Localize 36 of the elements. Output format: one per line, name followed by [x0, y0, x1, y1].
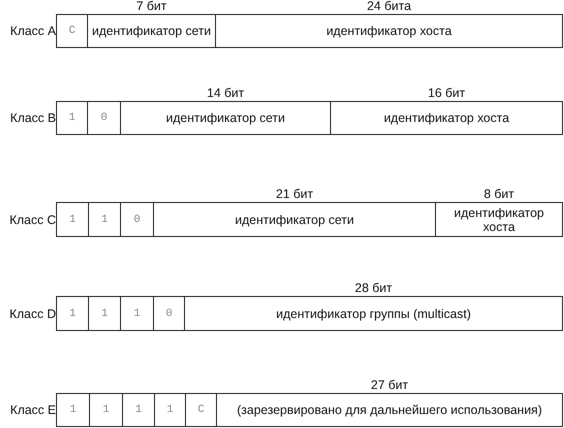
bit-field: 0 [153, 296, 185, 331]
bit-field: C [56, 14, 88, 48]
bit-field: 1 [88, 202, 121, 237]
bit-field: C [185, 393, 217, 427]
bit-field: 0 [120, 202, 154, 237]
bit-field: 1 [56, 393, 90, 427]
bit-field: 1 [154, 393, 186, 427]
class-label: Класс A [9, 24, 56, 38]
bit-field: 1 [56, 202, 89, 237]
address-field: идентификатор группы (multicast) [184, 296, 563, 331]
bit-count-label: 27 бит [370, 378, 410, 392]
address-field: идентификатор сети [120, 101, 331, 135]
bit-count-label: 21 бит [274, 187, 314, 201]
bit-count-label: 14 бит [206, 86, 246, 100]
bit-field: 0 [87, 101, 121, 135]
bit-field: 1 [122, 393, 155, 427]
address-field: идентификатор сети [87, 14, 216, 48]
bit-field: 1 [56, 296, 89, 331]
class-label: Класс B [9, 111, 56, 125]
bit-count-label: 28 бит [354, 281, 394, 295]
address-field: идентификатор сети [153, 202, 436, 237]
bit-field: 1 [120, 296, 154, 331]
bit-field: 1 [88, 296, 121, 331]
address-field: идентификатор хоста [330, 101, 563, 135]
address-field: идентификатор хоста [215, 14, 563, 48]
class-label: Класс C [8, 212, 56, 226]
address-field: (зарезервировано для дальнейшего использования) [216, 393, 563, 427]
address-field: идентификатор хоста [435, 202, 563, 237]
bit-count-label: 24 бита [366, 0, 412, 13]
class-label: Класс E [9, 403, 56, 417]
bit-count-label: 8 бит [482, 187, 516, 201]
bit-field: 1 [56, 101, 88, 135]
bit-count-label: 16 бит [426, 86, 466, 100]
class-label: Класс D [8, 306, 56, 320]
bit-count-label: 7 бит [135, 0, 168, 13]
bit-field: 1 [89, 393, 123, 427]
